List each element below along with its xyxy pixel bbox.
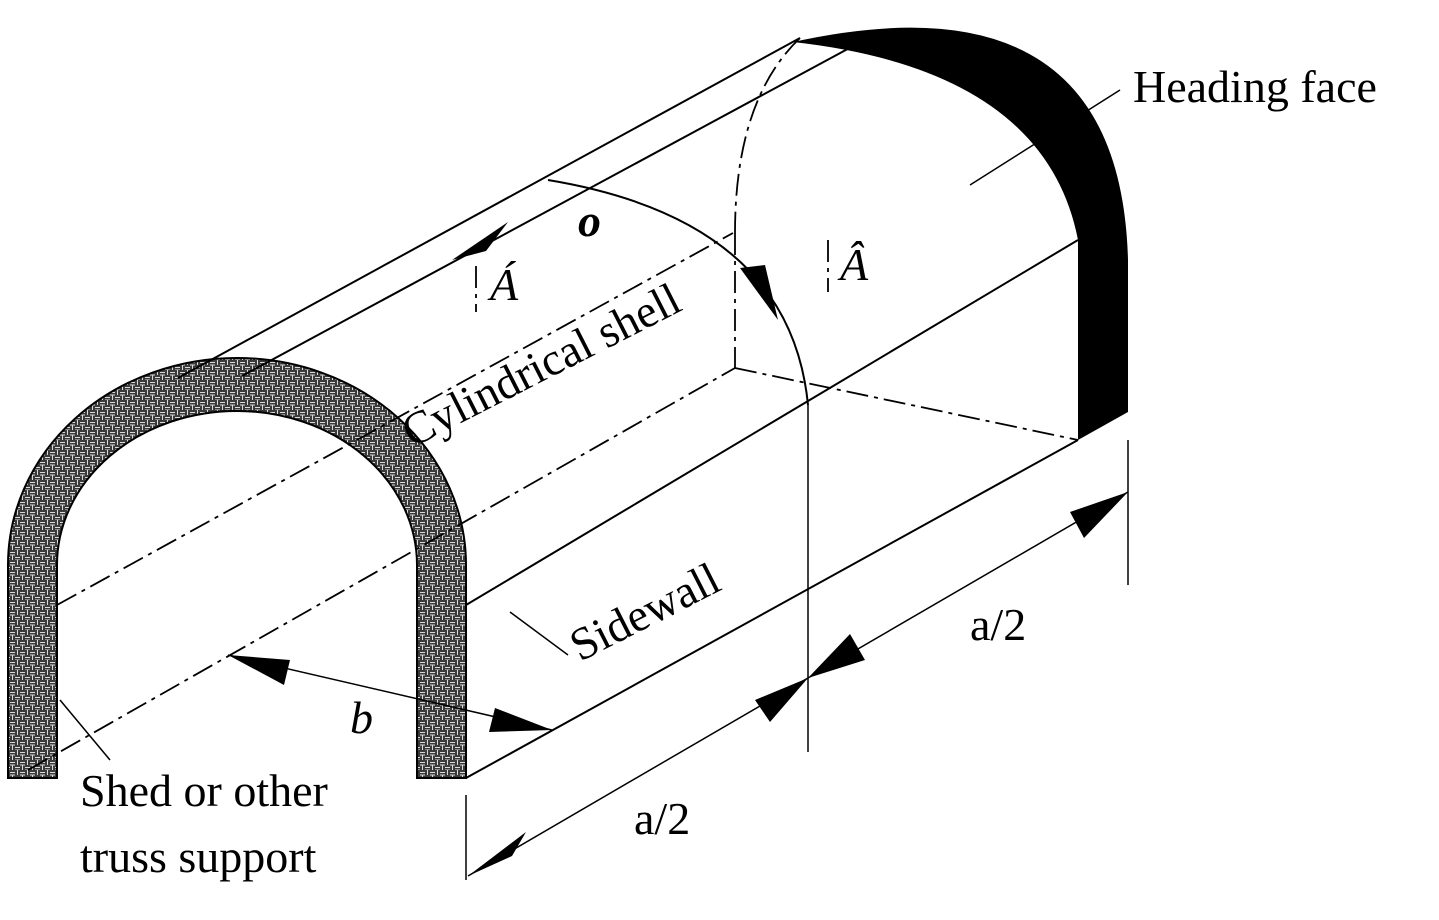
arrow-dim-top-left xyxy=(808,634,865,678)
support-label-line2: truss support xyxy=(80,831,317,882)
dim-a-half-right-label: a/2 xyxy=(970,599,1026,650)
arrow-b-right xyxy=(489,708,552,732)
support-label-line1: Shed or other xyxy=(80,765,328,816)
heading-face-band xyxy=(793,27,1128,440)
section-left-label: Á xyxy=(487,259,519,310)
dim-a-half-left-label: a/2 xyxy=(634,793,690,844)
section-right-label: Â xyxy=(837,239,869,290)
arrow-section-right xyxy=(740,265,778,320)
point-o-label: o xyxy=(578,195,601,246)
shell-edges xyxy=(177,37,1079,779)
dimension-lines xyxy=(227,405,1129,880)
arrow-section-left xyxy=(452,222,508,260)
section-arcs xyxy=(547,179,809,406)
arrow-dim-bottom-left xyxy=(468,832,526,876)
dim-b-label: b xyxy=(350,692,373,743)
dashdot-lines xyxy=(27,37,1079,771)
arrow-dim-bottom-right xyxy=(755,678,808,722)
sidewall-label: Sidewall xyxy=(561,552,728,671)
arrow-b-left xyxy=(228,655,290,685)
arrow-dim-top-right xyxy=(1070,492,1128,538)
shed-support-arch xyxy=(7,357,467,779)
heading-face-label: Heading face xyxy=(1133,61,1377,112)
arrowheads xyxy=(228,222,1128,876)
cylindrical-shell-label: Cylindrical shell xyxy=(393,273,688,457)
leader-lines xyxy=(59,89,1121,761)
